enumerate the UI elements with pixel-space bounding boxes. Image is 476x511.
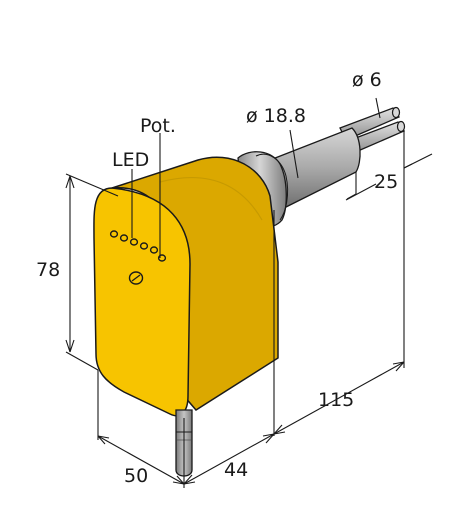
dimension-height [65,173,119,371]
label-width: 50 [124,465,148,487]
label-pot: Pot. [140,115,176,137]
label-depth: 44 [224,459,248,481]
led-indicators [109,230,167,262]
dimension-depth [183,210,275,485]
dimension-offset [345,153,433,201]
tube-diameter-leader [289,129,299,179]
label-height: 78 [36,259,60,281]
label-length: 115 [318,389,354,411]
probe-diameter-leader [375,97,381,119]
label-probe-diameter: ø 6 [352,69,382,91]
label-led: LED [112,149,149,171]
potentiometer-icon [128,271,144,285]
dimension-width [97,370,185,488]
label-tube-diameter: ø 18.8 [246,105,306,127]
callout-lines [131,133,161,258]
housing-edge [159,176,263,221]
label-cable-offset: 25 [374,171,398,193]
housing-top [111,156,279,411]
housing-front [93,187,191,417]
dimension-length [273,130,405,435]
